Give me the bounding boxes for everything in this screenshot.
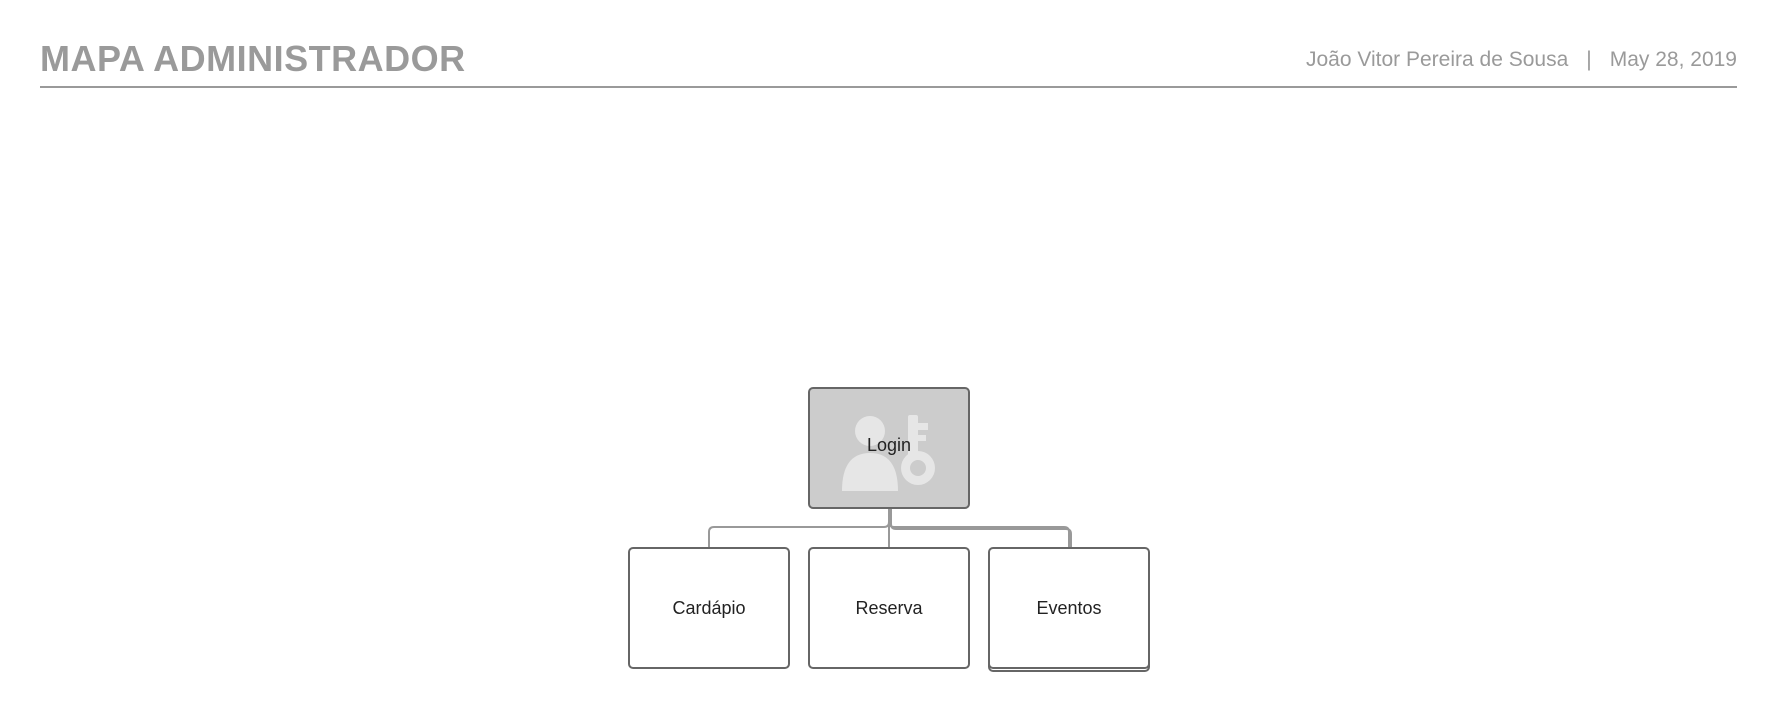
node-login-label: Login — [866, 434, 912, 455]
document-date: May 28, 2019 — [1609, 48, 1737, 71]
node-eventos[interactable]: Eventos — [988, 547, 1150, 669]
node-login[interactable]: Login — [808, 387, 970, 509]
connector-login-eventos — [888, 509, 1070, 548]
author-name: João Vitor Pereira de Sousa — [1305, 48, 1569, 71]
connector-login-eventos-shadow — [890, 509, 1072, 548]
node-cardapio-label: Cardápio — [672, 597, 746, 618]
node-reserva-label: Reserva — [855, 597, 923, 618]
node-cardapio[interactable]: Cardápio — [628, 547, 790, 669]
node-reserva[interactable]: Reserva — [808, 547, 970, 669]
node-eventos-label: Eventos — [1036, 597, 1102, 618]
header-meta: João Vitor Pereira de Sousa | May 28, 2019 — [1306, 48, 1737, 72]
user-key-icon — [842, 415, 935, 491]
header-separator: | — [1586, 48, 1592, 71]
header-divider — [40, 86, 1737, 88]
connector-login-cardapio — [708, 509, 890, 548]
page-title: MAPA ADMINISTRADOR — [40, 38, 466, 79]
